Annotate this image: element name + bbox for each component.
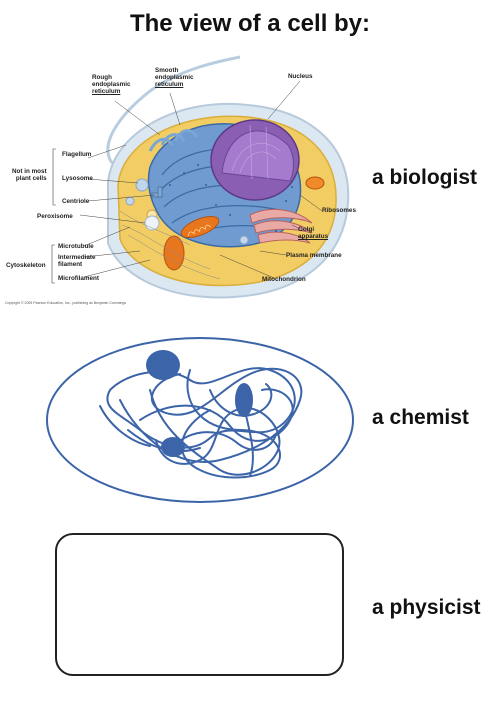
flagellum-shape — [106, 55, 241, 164]
label-plasma-membrane: Plasma membrane — [286, 252, 342, 259]
label-not-in-most-plant-cells: Not in most plant cells — [12, 168, 47, 182]
label-microtubule: Microtubule — [58, 243, 94, 250]
label-cytoskeleton: Cytoskeleton — [6, 262, 46, 269]
label-intermediate-filament: Intermediate filament — [58, 254, 96, 268]
caption-physicist: a physicist — [372, 596, 481, 619]
caption-chemist: a chemist — [372, 406, 469, 429]
molecule-tangle — [99, 367, 303, 479]
caption-biologist: a biologist — [372, 166, 477, 189]
atom-blob-1 — [146, 350, 180, 380]
label-flagellum: Flagellum — [62, 151, 92, 158]
atom-blob-3 — [161, 437, 185, 457]
label-mitochondrion: Mitochondrion — [262, 276, 306, 283]
atom-blob-2 — [235, 383, 253, 417]
page-title: The view of a cell by: — [129, 10, 371, 37]
chemist-scribble-diagram — [46, 337, 354, 503]
chemist-cell-outline — [46, 337, 354, 503]
label-lysosome: Lysosome — [62, 175, 93, 182]
label-centriole: Centriole — [62, 198, 90, 205]
biologist-cell-diagram — [51, 55, 350, 299]
lysosome-shape — [135, 178, 149, 192]
label-microfilament: Microfilament — [58, 275, 99, 282]
label-golgi-apparatus: Golgi apparatus — [298, 226, 329, 240]
golgi-shape — [249, 209, 313, 244]
copyright-note: Copyright © 2005 Pearson Education, Inc.… — [5, 301, 127, 305]
nucleolus-dome — [221, 130, 294, 182]
label-smooth-er: Smooth endoplasmic reticulum — [155, 67, 194, 88]
label-rough-er: Rough endoplasmic reticulum — [92, 74, 131, 95]
label-ribosomes: Ribosomes — [322, 207, 356, 214]
label-nucleus: Nucleus — [288, 73, 313, 80]
centriole-shape — [151, 186, 163, 198]
label-peroxisome: Peroxisome — [37, 213, 73, 220]
physicist-empty-box — [55, 533, 344, 676]
